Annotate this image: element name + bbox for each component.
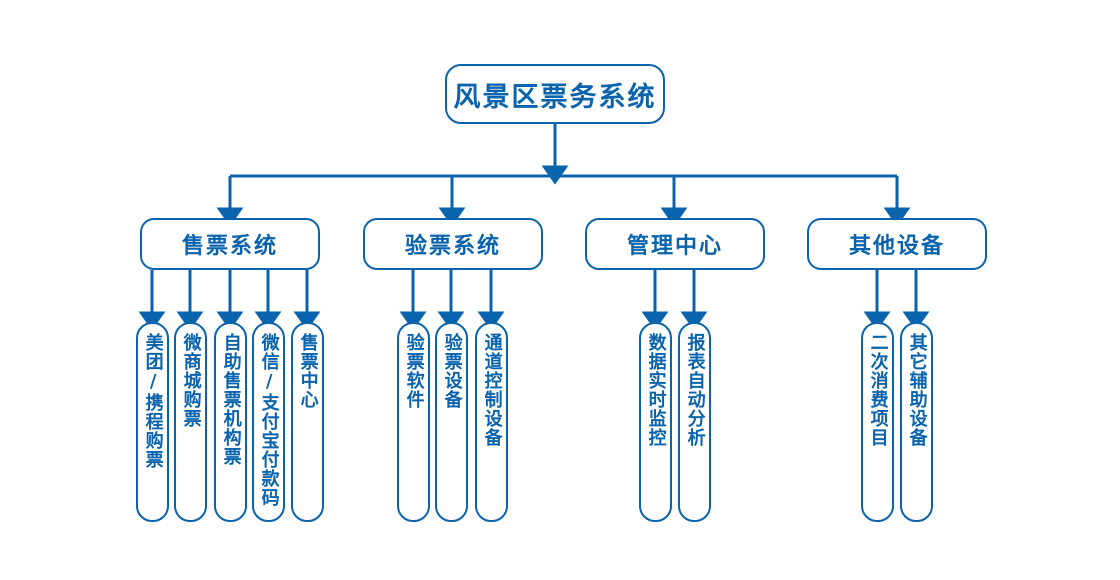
node-leaf-label: 报表自动分析 [684,333,706,447]
node-leaf-label: 二次消费项目 [867,333,889,447]
node-leaf-label: 通道控制设备 [481,333,503,447]
node-leaf-realtime-data-monitoring[interactable]: 数据实时监控 [639,322,672,522]
node-leaf-self-service-ticket-machine[interactable]: 自助售票机构票 [214,322,247,522]
node-leaf-label: 美团/携程购票 [142,333,164,469]
node-group-sales[interactable]: 售票系统 [140,218,320,270]
node-group-inspection[interactable]: 验票系统 [363,218,543,270]
node-leaf-label: 售票中心 [297,333,319,409]
node-leaf-inspection-equipment[interactable]: 验票设备 [435,322,468,522]
node-leaf-label: 微商城购票 [180,333,202,428]
node-leaf-gate-control-equipment[interactable]: 通道控制设备 [475,322,508,522]
node-leaf-automatic-report-analysis[interactable]: 报表自动分析 [678,322,711,522]
node-leaf-label: 验票软件 [403,333,425,409]
node-leaf-secondary-consumption-projects[interactable]: 二次消费项目 [861,322,894,522]
node-group-management[interactable]: 管理中心 [585,218,765,270]
node-leaf-meituan-ctrip-ticket[interactable]: 美团/携程购票 [136,322,169,522]
node-leaf-label: 数据实时监控 [645,333,667,447]
node-group-other-devices[interactable]: 其他设备 [807,218,987,270]
node-leaf-other-auxiliary-equipment[interactable]: 其它辅助设备 [900,322,933,522]
node-leaf-wechat-alipay-qr-payment[interactable]: 微信/支付宝付款码 [252,322,285,522]
node-leaf-wechat-mall-ticket[interactable]: 微商城购票 [174,322,207,522]
node-leaf-inspection-software[interactable]: 验票软件 [397,322,430,522]
node-leaf-label: 验票设备 [441,333,463,409]
node-root[interactable]: 风景区票务系统 [445,64,665,124]
node-leaf-label: 自助售票机构票 [220,333,242,466]
node-leaf-ticket-center[interactable]: 售票中心 [291,322,324,522]
node-leaf-label: 其它辅助设备 [906,333,928,447]
node-leaf-label: 微信/支付宝付款码 [258,333,280,507]
